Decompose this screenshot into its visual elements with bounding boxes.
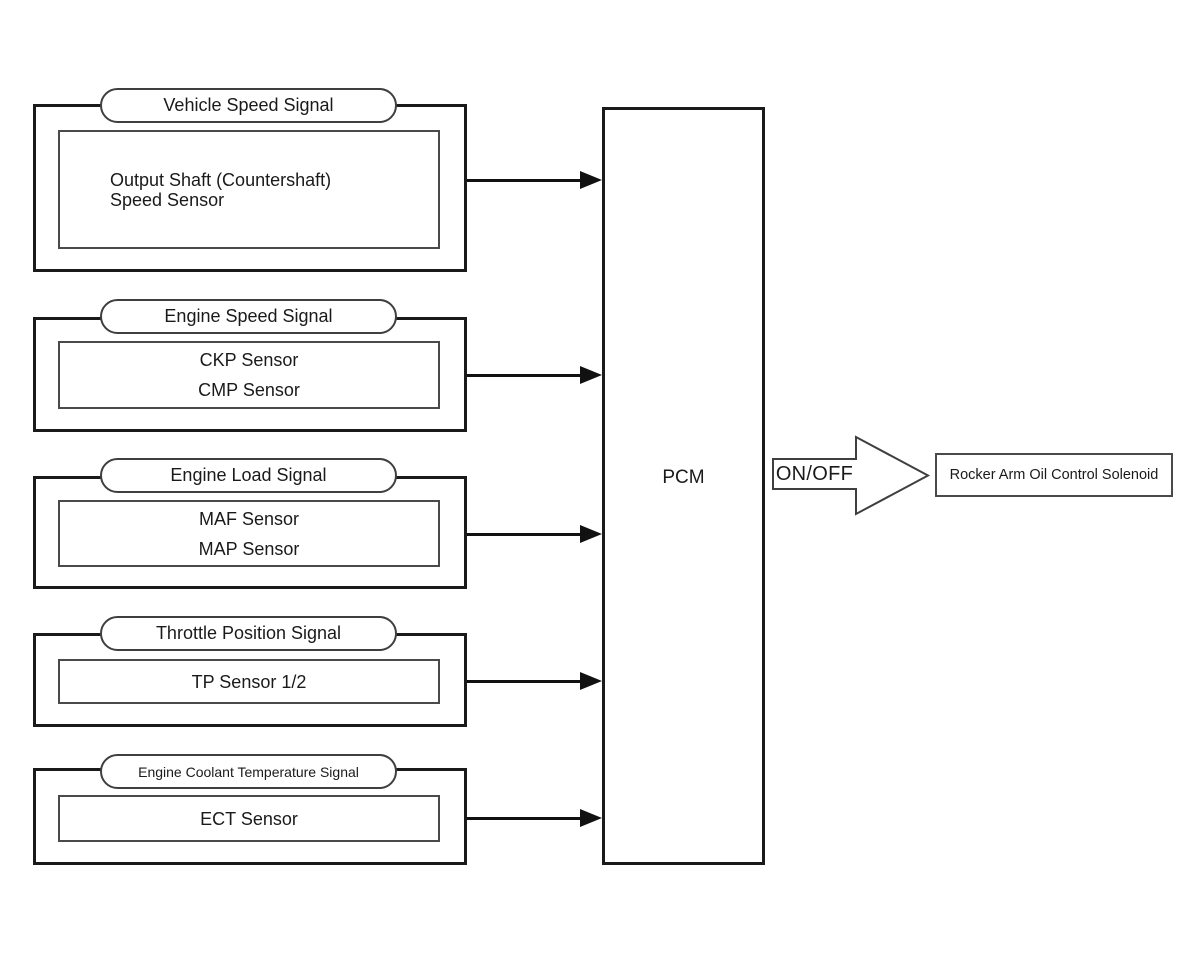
signal-pill-coolant-temperature: Engine Coolant Temperature Signal xyxy=(100,754,397,789)
signal-pill-engine-load: Engine Load Signal xyxy=(100,458,397,493)
flow-arrow-shaft xyxy=(467,680,582,683)
sensor-box-engine-speed: CKP Sensor CMP Sensor xyxy=(58,341,440,409)
onoff-label: ON/OFF xyxy=(775,462,854,485)
signal-pill-label: Engine Load Signal xyxy=(170,465,327,485)
flow-arrow-shaft xyxy=(467,179,582,182)
onoff-arrow xyxy=(772,435,931,516)
actuator-label: Rocker Arm Oil Control Solenoid xyxy=(949,467,1159,483)
sensor-label-ckp: CKP Sensor xyxy=(199,350,299,370)
signal-pill-label: Throttle Position Signal xyxy=(155,623,342,643)
flow-arrow-head-icon xyxy=(580,171,602,189)
sensor-box-engine-load: MAF Sensor MAP Sensor xyxy=(58,500,440,567)
pcm-label: PCM xyxy=(662,467,705,488)
sensor-label-tp: TP Sensor 1/2 xyxy=(191,671,307,692)
signal-pill-throttle-position: Throttle Position Signal xyxy=(100,616,397,651)
sensor-label-output-shaft-speed-sensor: Output Shaft (Countershaft) Speed Sensor xyxy=(110,169,332,210)
sensor-label-ect: ECT Sensor xyxy=(200,808,298,829)
signal-pill-label: Engine Coolant Temperature Signal xyxy=(138,763,359,780)
signal-pill-vehicle-speed: Vehicle Speed Signal xyxy=(100,88,397,123)
pcm-box: PCM xyxy=(602,107,765,865)
flow-arrow-shaft xyxy=(467,533,582,536)
sensor-box-coolant-temperature: ECT Sensor xyxy=(58,795,440,842)
actuator-box: Rocker Arm Oil Control Solenoid xyxy=(935,453,1173,497)
flow-arrow-head-icon xyxy=(580,809,602,827)
sensor-label-map: MAP Sensor xyxy=(198,538,300,559)
onoff-arrow-shape xyxy=(772,435,931,516)
flow-arrow-shaft xyxy=(467,374,582,377)
flow-arrow-head-icon xyxy=(580,366,602,384)
sensor-box-throttle-position: TP Sensor 1/2 xyxy=(58,659,440,704)
signal-pill-label: Engine Speed Signal xyxy=(164,306,333,326)
signal-pill-engine-speed: Engine Speed Signal xyxy=(100,299,397,334)
flow-arrow-head-icon xyxy=(580,525,602,543)
sensor-label-cmp: CMP Sensor xyxy=(198,380,300,400)
flow-arrow-shaft xyxy=(467,817,582,820)
signal-pill-label: Vehicle Speed Signal xyxy=(163,95,334,115)
sensor-label-maf: MAF Sensor xyxy=(198,508,300,529)
flow-arrow-head-icon xyxy=(580,672,602,690)
sensor-box-vehicle-speed: Output Shaft (Countershaft) Speed Sensor xyxy=(58,130,440,249)
